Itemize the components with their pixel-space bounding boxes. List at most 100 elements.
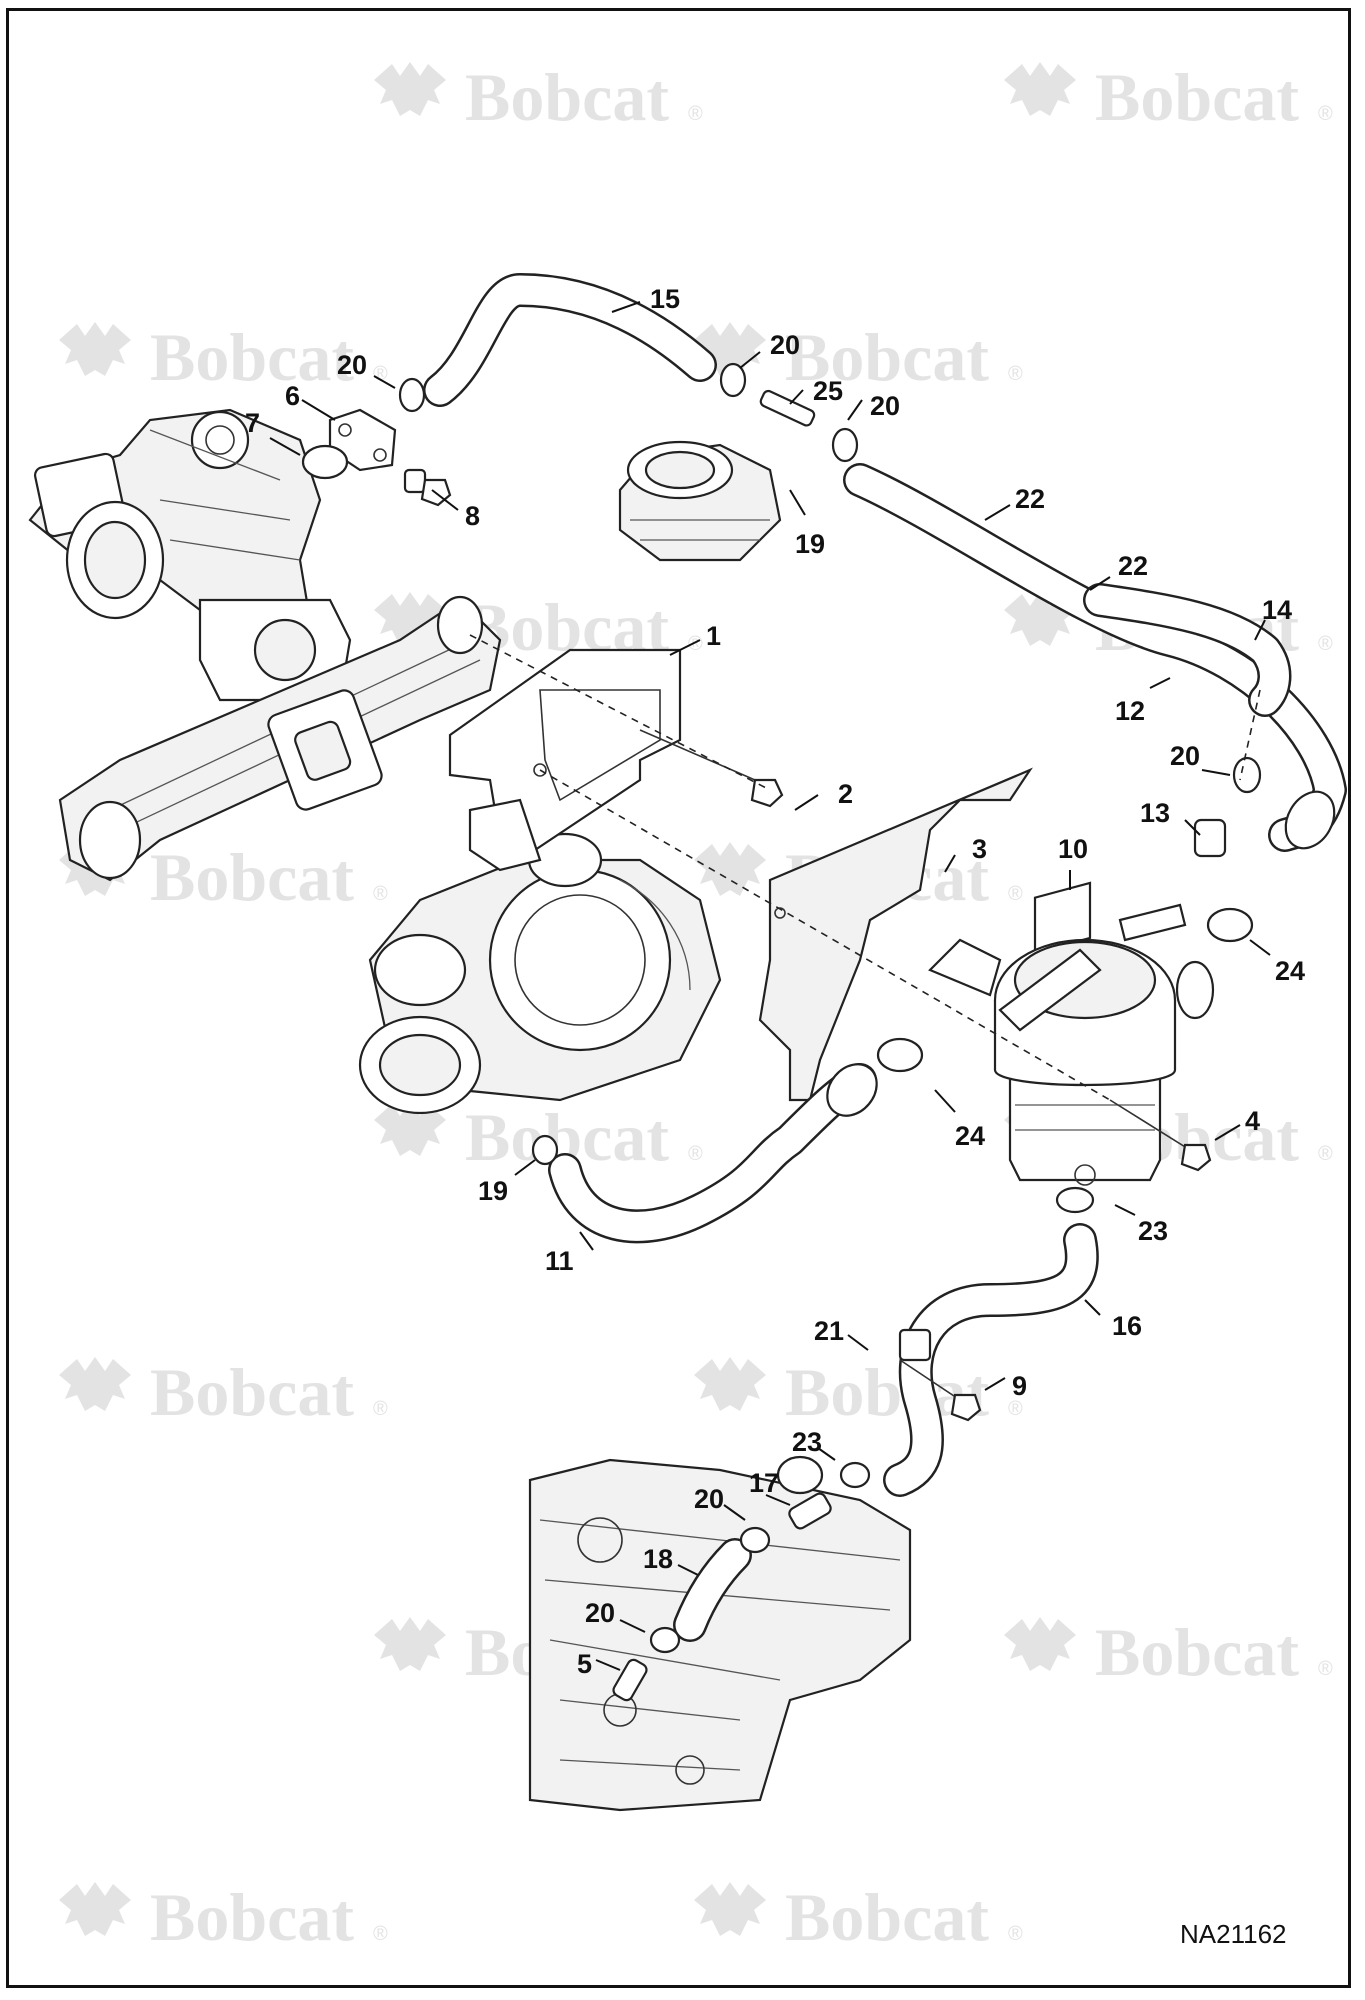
callout-labels: 15 20 20 25 20 6 7 8 19 22 22 14 1 12 20… (245, 284, 1305, 1679)
bobcat-watermark: Bobcat ® (59, 1354, 388, 1430)
callout-20-lower-a: 20 (694, 1484, 724, 1514)
bobcat-watermark: Bobcat ® (1004, 1614, 1333, 1690)
callout-1: 1 (706, 621, 721, 651)
watermark-registered-mark: ® (1318, 1658, 1333, 1680)
callout-20-fitting: 20 (870, 391, 900, 421)
bobcat-logo-icon (694, 1882, 766, 1936)
callout-11: 11 (545, 1246, 574, 1276)
watermark-registered-mark: ® (1318, 103, 1333, 125)
watermark-text: Bobcat (150, 839, 354, 915)
callout-22-upper: 22 (1015, 484, 1045, 514)
callout-20-right: 20 (1170, 741, 1200, 771)
watermark-registered-mark: ® (688, 633, 703, 655)
bobcat-logo-icon (694, 1357, 766, 1411)
watermark-registered-mark: ® (1008, 363, 1023, 385)
callout-17: 17 (749, 1468, 779, 1498)
callout-8: 8 (465, 501, 480, 531)
bobcat-watermark: Bobcat ® (59, 1879, 388, 1955)
bobcat-watermark: Bobcat ® (59, 319, 388, 395)
diagram-frame (6, 8, 1351, 1988)
watermark-registered-mark: ® (373, 883, 388, 905)
bolts (420, 478, 1212, 1422)
callout-20-upper: 20 (770, 330, 800, 360)
watermark-text: Bobcat (1095, 1614, 1299, 1690)
bobcat-logo-icon (59, 322, 131, 376)
watermark-registered-mark: ® (373, 1398, 388, 1420)
hose-14 (1083, 583, 1292, 717)
callout-6: 6 (285, 381, 300, 411)
watermark-registered-mark: ® (688, 1143, 703, 1165)
watermark-registered-mark: ® (373, 363, 388, 385)
watermark-text: Bobcat (150, 1879, 354, 1955)
watermark-text: Bobcat (785, 319, 989, 395)
callout-5: 5 (577, 1649, 592, 1679)
hose-16 (883, 1223, 1099, 1497)
bobcat-watermark: Bobcat ® (1004, 59, 1333, 135)
watermark-text: Bobcat (785, 1879, 989, 1955)
reference-code: NA21162 (1180, 1919, 1287, 1949)
hose-18 (673, 1538, 752, 1642)
bobcat-logo-icon (374, 1617, 446, 1671)
callout-19-lower: 19 (478, 1176, 508, 1206)
callout-15: 15 (650, 284, 680, 314)
callout-24-left: 24 (955, 1121, 985, 1151)
callout-23-upper: 23 (1138, 1216, 1168, 1246)
hose-15 (423, 273, 717, 407)
watermark-registered-mark: ® (1008, 883, 1023, 905)
hose-11 (548, 1063, 877, 1244)
gasket-7 (301, 444, 349, 480)
callout-14: 14 (1262, 595, 1292, 625)
bobcat-watermark: Bobcat ® (59, 839, 388, 915)
fittings (403, 389, 1227, 1702)
watermark-text: Bobcat (1095, 59, 1299, 135)
watermark-registered-mark: ® (1318, 1143, 1333, 1165)
watermark-text: Bobcat (150, 1354, 354, 1430)
watermark-text: Bobcat (785, 1354, 989, 1430)
callout-9: 9 (1012, 1371, 1027, 1401)
parts-artwork (28, 273, 1347, 1812)
callout-12: 12 (1115, 696, 1145, 726)
callout-13: 13 (1140, 798, 1170, 828)
callout-20-lower-b: 20 (585, 1598, 615, 1628)
alignment-lines (469, 634, 1261, 1101)
callout-22-lower: 22 (1118, 551, 1148, 581)
callout-16: 16 (1112, 1311, 1142, 1341)
bobcat-watermark: Bobcat® (374, 59, 703, 135)
bracket-1 (448, 648, 682, 872)
engine-block-upper-illustration (618, 440, 782, 562)
watermark-registered-mark: ® (1318, 633, 1333, 655)
leader-lines (269, 301, 1271, 1671)
callout-24-right: 24 (1275, 956, 1305, 986)
watermark-registered-mark: ® (1008, 1398, 1023, 1420)
watermark-registered-mark: ® (1008, 1923, 1023, 1945)
callout-19-upper: 19 (795, 529, 825, 559)
callout-4: 4 (1245, 1106, 1260, 1136)
oil-separator-10 (928, 881, 1215, 1186)
exhaust-manifold-illustration (58, 595, 502, 882)
engine-block-lower-illustration (528, 1458, 912, 1812)
heat-shield-3 (758, 767, 1033, 1102)
bobcat-logo-icon (374, 62, 446, 116)
callout-23-lower: 23 (792, 1427, 822, 1457)
callout-18: 18 (643, 1544, 673, 1574)
watermark-text: Bobcat (150, 319, 354, 395)
bobcat-watermark: Bobcat ® (694, 1879, 1023, 1955)
watermark-text: Bobcat (465, 59, 669, 135)
callout-7: 7 (245, 408, 260, 438)
hose-end-11 (826, 1063, 878, 1117)
bobcat-logo-icon (1004, 1617, 1076, 1671)
hose-end-12 (1284, 790, 1336, 850)
bobcat-watermark: Bobcat ® (694, 319, 1023, 395)
callout-3: 3 (972, 834, 987, 864)
watermark-registered-mark: ® (373, 1923, 388, 1945)
bobcat-logo-icon (1004, 62, 1076, 116)
bobcat-logo-icon (59, 1357, 131, 1411)
throttle-body-illustration (28, 408, 352, 702)
bobcat-logo-icon (694, 842, 766, 896)
hose-clamps (398, 362, 1262, 1654)
turbocharger-illustration (358, 832, 722, 1115)
callout-20-flange: 20 (337, 350, 367, 380)
bobcat-watermark: Bobcat ® (694, 1354, 1023, 1430)
callout-21: 21 (814, 1316, 844, 1346)
